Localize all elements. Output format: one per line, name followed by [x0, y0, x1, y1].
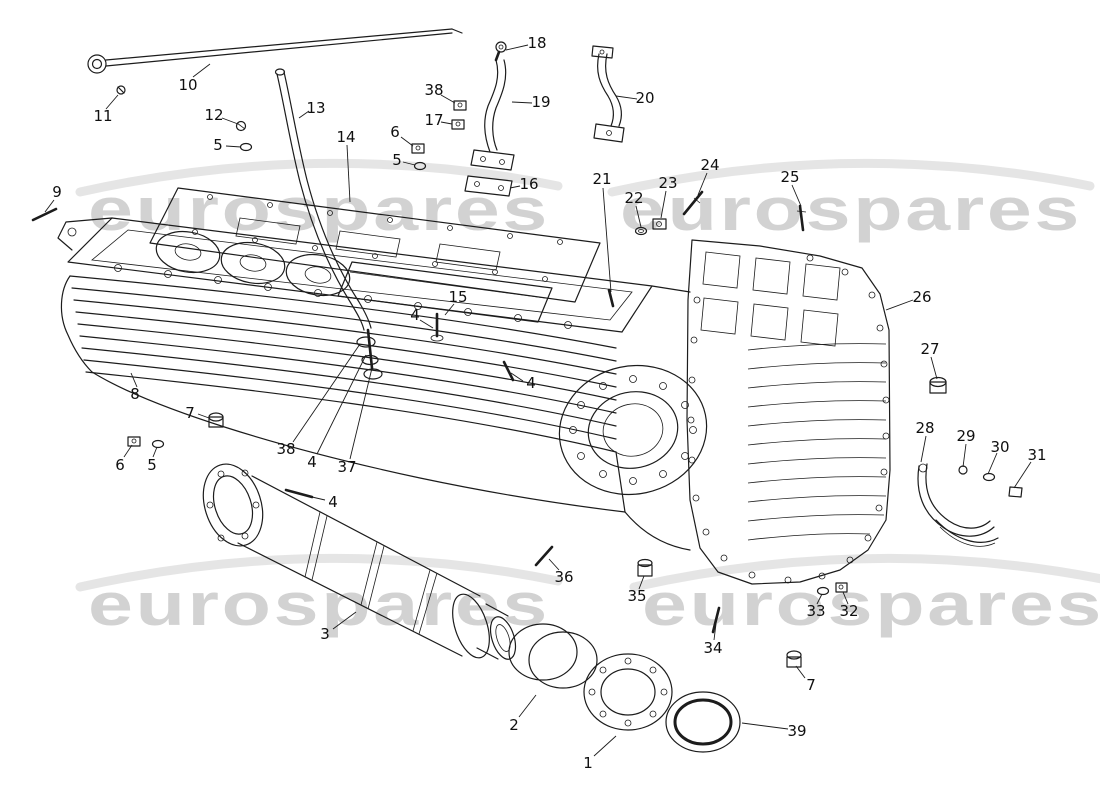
part-label-37: 37	[337, 458, 356, 476]
part-label-1: 1	[583, 754, 593, 772]
extension-tube-drawing	[202, 463, 517, 660]
clutch-opening-drawing	[558, 364, 708, 496]
part-label-32: 32	[839, 602, 858, 620]
part-label-2: 2	[509, 716, 519, 734]
part-label-36: 36	[554, 568, 573, 586]
part-label-19: 19	[531, 93, 550, 111]
part-label-24: 24	[700, 156, 719, 174]
part-label-3: 3	[320, 625, 330, 643]
part-label-7: 7	[185, 404, 195, 422]
bell-housing-drawing	[651, 239, 891, 585]
watermark-text: eurospares	[620, 176, 1082, 243]
part-label-22: 22	[624, 189, 643, 207]
part-label-6: 6	[115, 456, 125, 474]
part-label-7: 7	[806, 676, 816, 694]
part-label-8: 8	[130, 385, 140, 403]
part-label-15: 15	[448, 288, 467, 306]
watermark-text: eurospares	[88, 571, 550, 638]
part-label-38: 38	[424, 81, 443, 99]
watermark-text: eurospares	[88, 176, 550, 243]
part-label-39: 39	[787, 722, 806, 740]
watermark-swoosh	[75, 158, 563, 197]
part-label-38: 38	[276, 440, 295, 458]
part-label-20: 20	[635, 89, 654, 107]
sump-interior-drawing	[155, 230, 553, 382]
part-label-25: 25	[780, 168, 799, 186]
part-label-16: 16	[519, 175, 538, 193]
part-label-6: 6	[390, 123, 400, 141]
brackets-drawing	[470, 41, 625, 171]
oil-pipe-drawing	[274, 68, 383, 380]
part-label-26: 26	[912, 288, 931, 306]
part-label-5: 5	[213, 136, 223, 154]
part-label-5: 5	[392, 151, 402, 169]
part-label-4: 4	[307, 453, 317, 471]
part-label-14: 14	[336, 128, 355, 146]
part-label-4: 4	[526, 374, 536, 392]
part-label-27: 27	[920, 340, 939, 358]
part-label-29: 29	[956, 427, 975, 445]
part-label-18: 18	[527, 34, 546, 52]
watermark-layer: eurospares eurospares eurospares eurospares	[75, 158, 1100, 638]
part-label-12: 12	[204, 106, 223, 124]
part-label-21: 21	[592, 170, 611, 188]
part-label-10: 10	[178, 76, 197, 94]
watermark-swoosh	[629, 553, 1100, 592]
part-label-23: 23	[658, 174, 677, 192]
watermark-text: eurospares	[642, 571, 1100, 638]
part-label-28: 28	[915, 419, 934, 437]
gasket-plate-drawing	[149, 187, 601, 303]
sump-rim-drawing	[57, 217, 653, 333]
part-label-5: 5	[147, 456, 157, 474]
part-label-4: 4	[410, 306, 420, 324]
sump-fins-drawing	[60, 275, 691, 551]
small-gasket-drawing	[464, 175, 513, 197]
part-label-11: 11	[93, 107, 112, 125]
watermark-swoosh	[75, 553, 563, 592]
part-label-34: 34	[703, 639, 722, 657]
fasteners-drawing	[31, 100, 947, 668]
part-label-30: 30	[990, 438, 1009, 456]
seal-rings-drawing	[508, 623, 741, 753]
leader-lines	[44, 44, 1032, 757]
part-label-4: 4	[328, 493, 338, 511]
strap-bracket-drawing	[917, 463, 1023, 547]
watermark-swoosh	[607, 158, 1095, 197]
part-label-13: 13	[306, 99, 325, 117]
part-label-35: 35	[627, 587, 646, 605]
part-label-31: 31	[1027, 446, 1046, 464]
dipstick-drawing	[87, 28, 463, 95]
part-label-17: 17	[424, 111, 443, 129]
part-label-9: 9	[52, 183, 62, 201]
part-label-33: 33	[806, 602, 825, 620]
